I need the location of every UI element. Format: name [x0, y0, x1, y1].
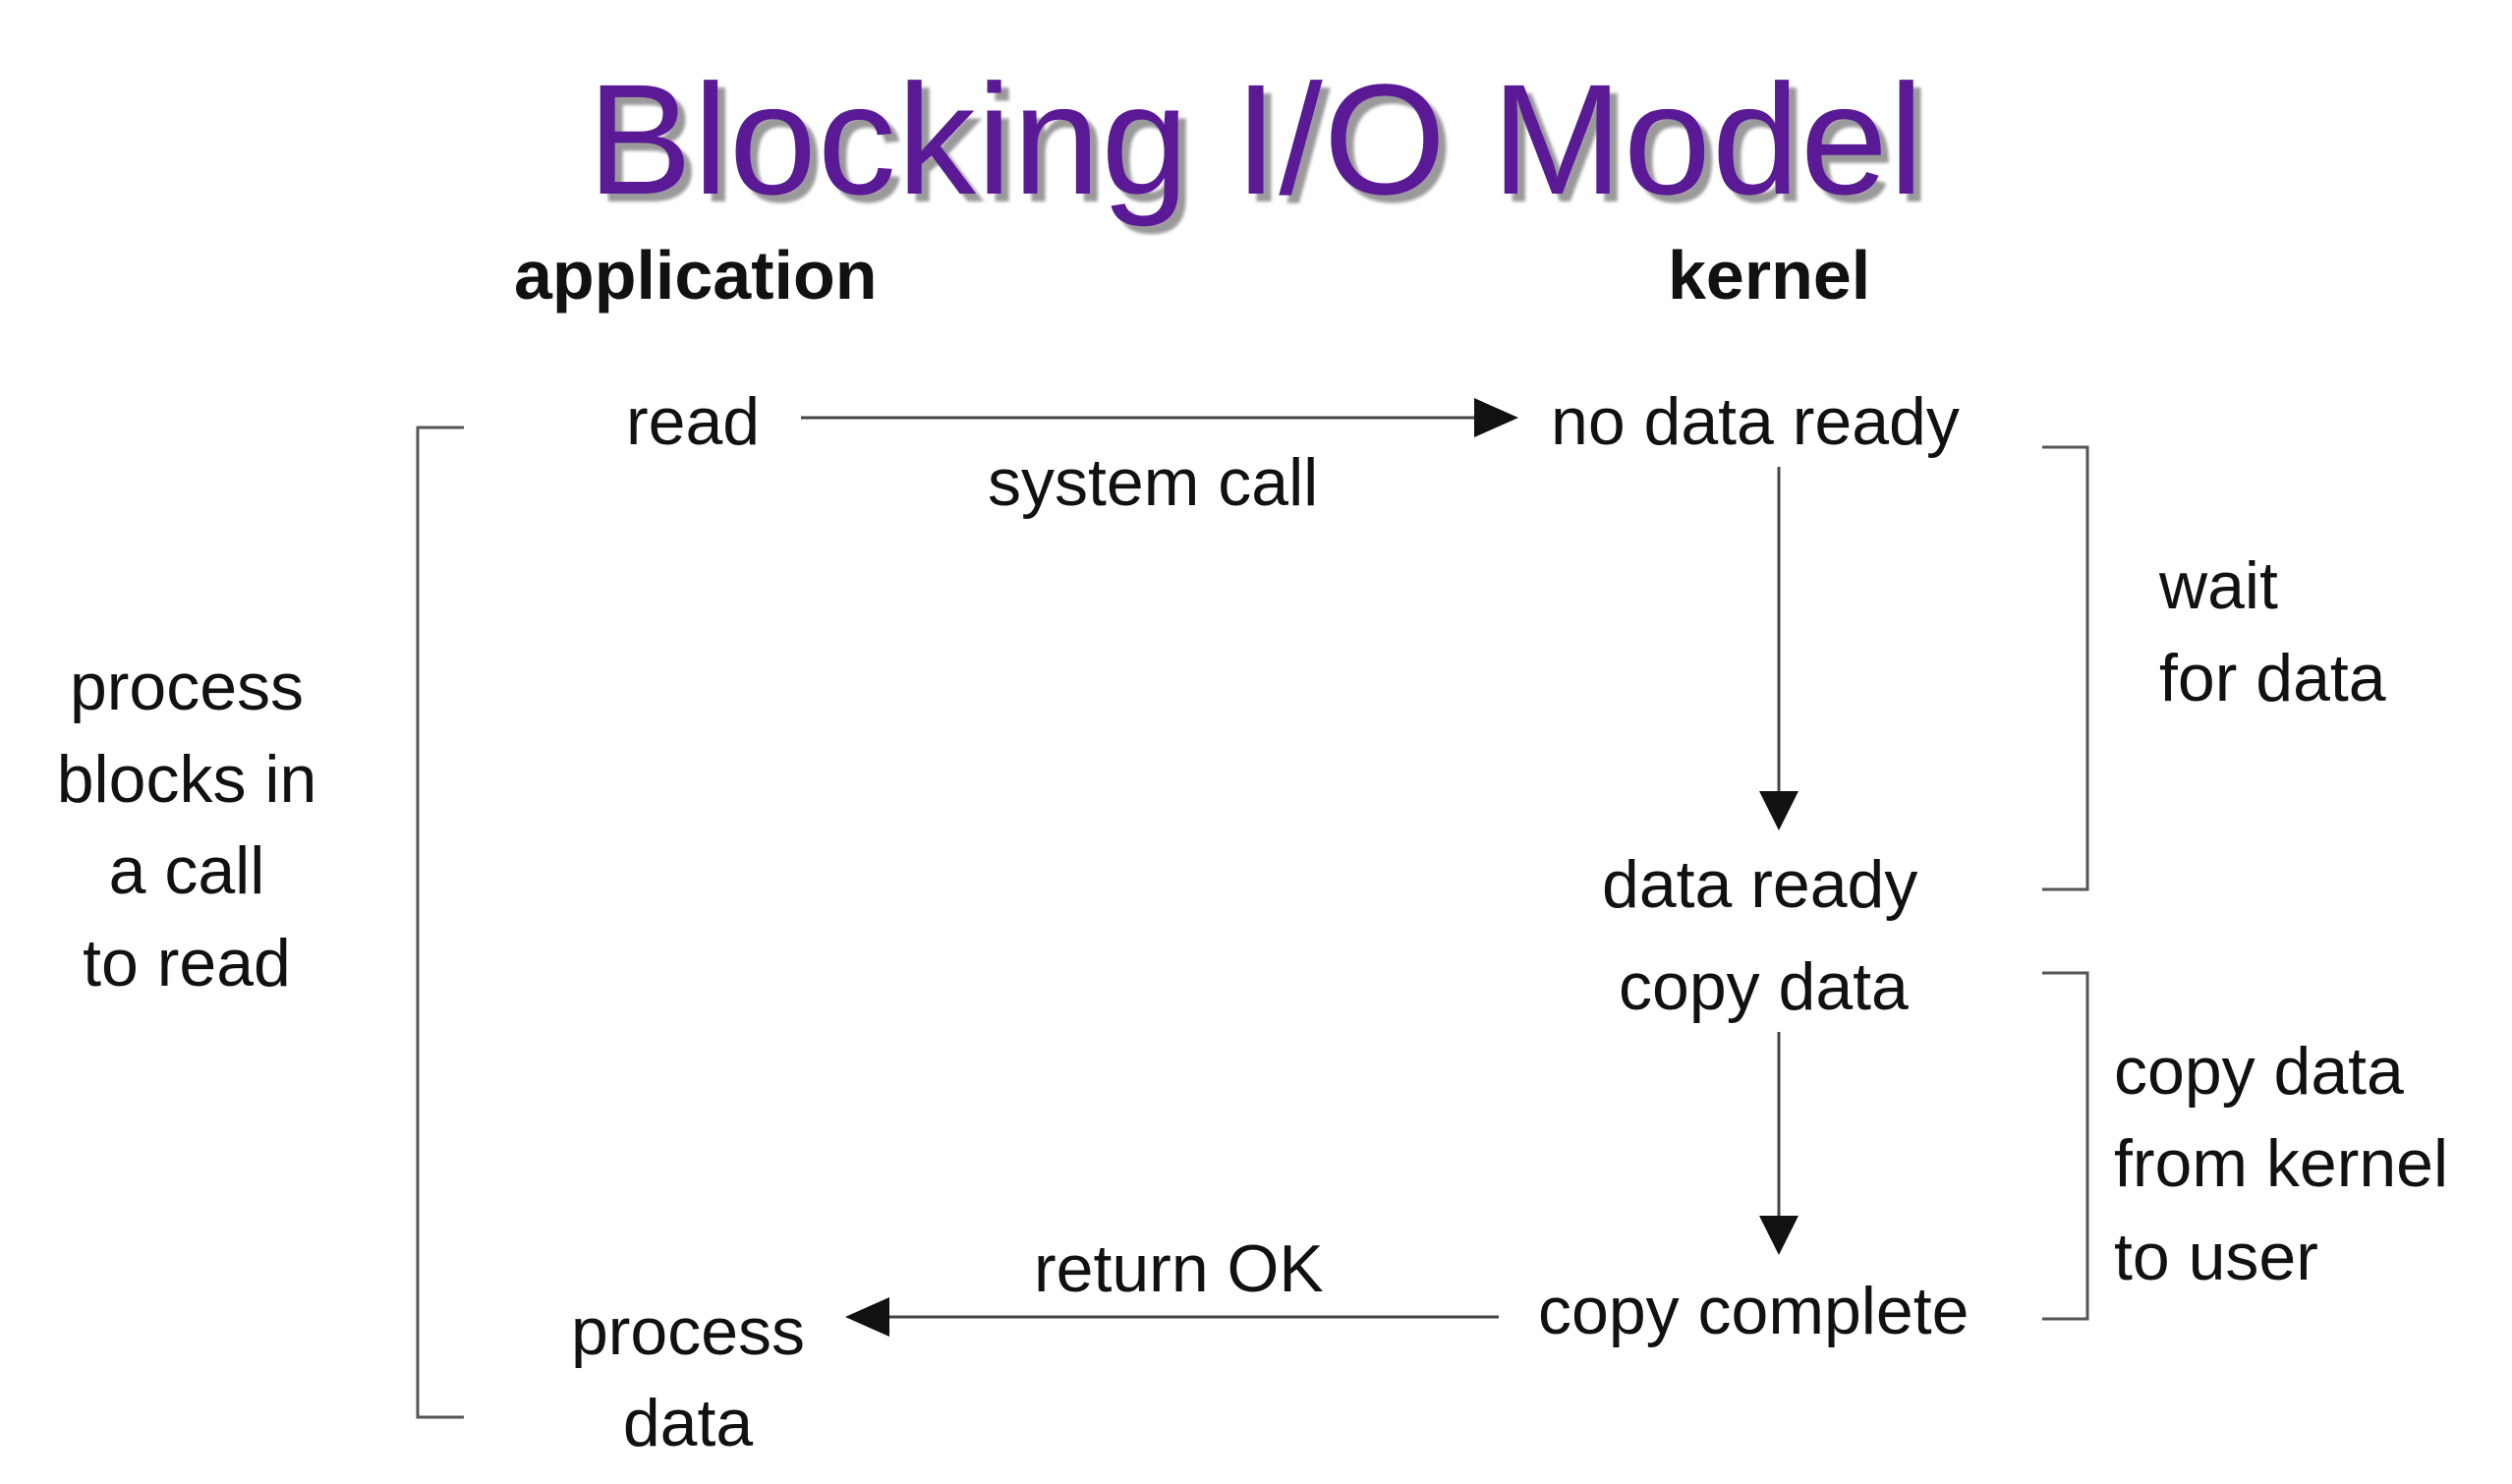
system-call-label: system call	[988, 445, 1319, 520]
kernel-column-header: kernel	[1668, 237, 1871, 314]
left-note-line1: process	[69, 650, 305, 724]
left-note-line3: a call	[108, 833, 265, 908]
left-note-line4: to read	[83, 926, 291, 1000]
copy-arrowhead	[1759, 1216, 1798, 1255]
page-title: Blocking I/O Model	[587, 51, 1925, 227]
copy-bracket	[2042, 971, 2089, 1321]
copy-complete-label: copy complete	[1538, 1274, 1970, 1348]
blocking-bracket	[416, 426, 464, 1419]
process-data-label-line1: process	[570, 1294, 806, 1369]
copy-note-line2: from kernel	[2114, 1126, 2449, 1201]
wait-note-line2: for data	[2159, 641, 2386, 715]
wait-bracket	[2042, 445, 2089, 891]
return-ok-label: return OK	[1034, 1231, 1324, 1306]
return-ok-arrowhead	[845, 1297, 889, 1337]
wait-note-line1: wait	[2159, 548, 2278, 623]
wait-arrowhead	[1759, 791, 1798, 830]
copy-data-label: copy data	[1619, 949, 1909, 1024]
process-data-label-line2: data	[622, 1386, 754, 1460]
left-note-line2: blocks in	[56, 742, 317, 817]
data-ready-label: data ready	[1602, 847, 1918, 922]
system-call-arrowhead	[1474, 398, 1518, 437]
read-label: read	[626, 384, 761, 459]
application-column-header: application	[514, 237, 878, 314]
no-data-ready-label: no data ready	[1551, 384, 1960, 459]
copy-note-line1: copy data	[2114, 1034, 2404, 1109]
copy-note-line3: to user	[2114, 1220, 2318, 1294]
